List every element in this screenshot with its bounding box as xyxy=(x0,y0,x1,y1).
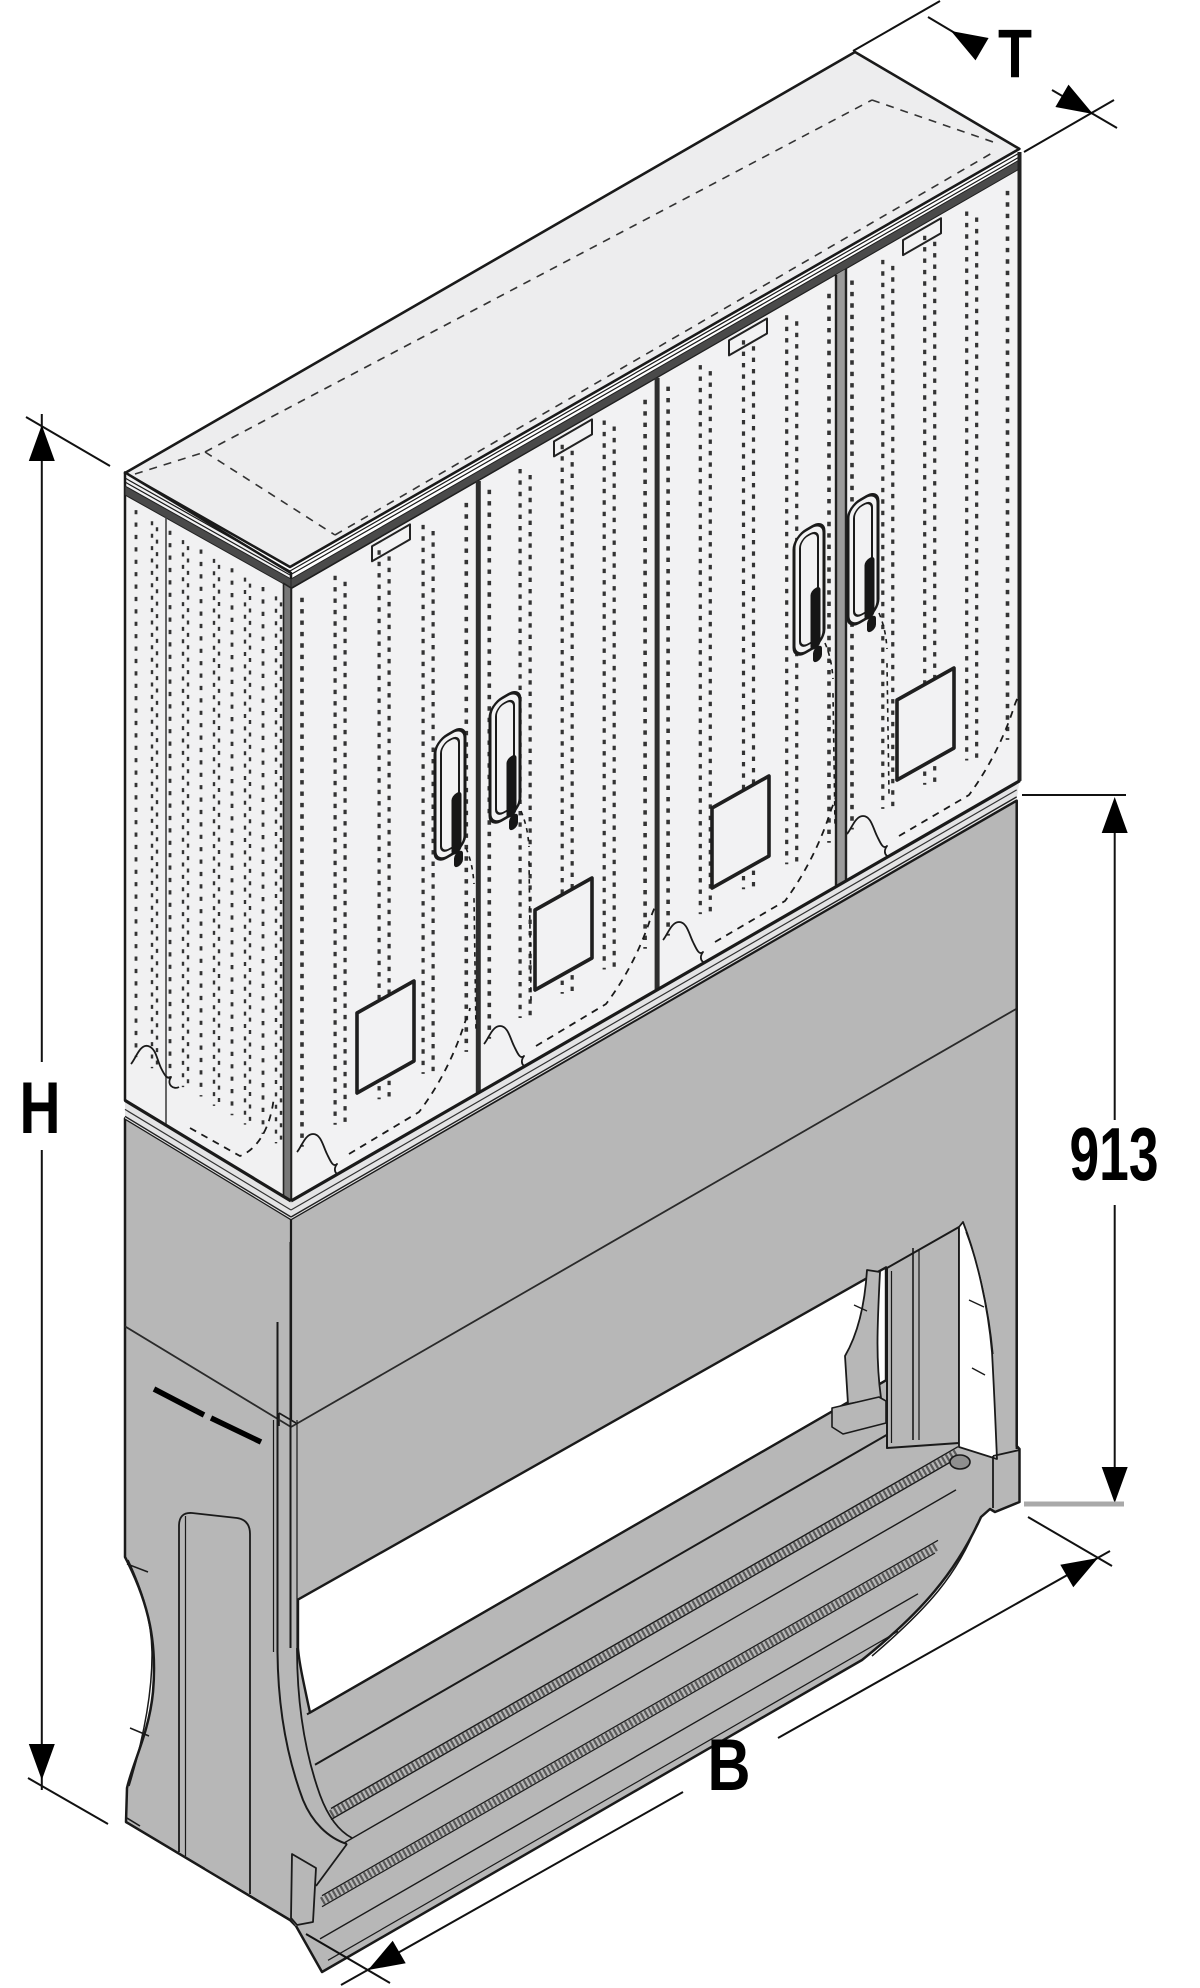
svg-text:913: 913 xyxy=(1070,1112,1159,1196)
svg-text:T: T xyxy=(998,15,1032,92)
svg-text:B: B xyxy=(708,1725,751,1806)
svg-text:H: H xyxy=(20,1068,61,1149)
